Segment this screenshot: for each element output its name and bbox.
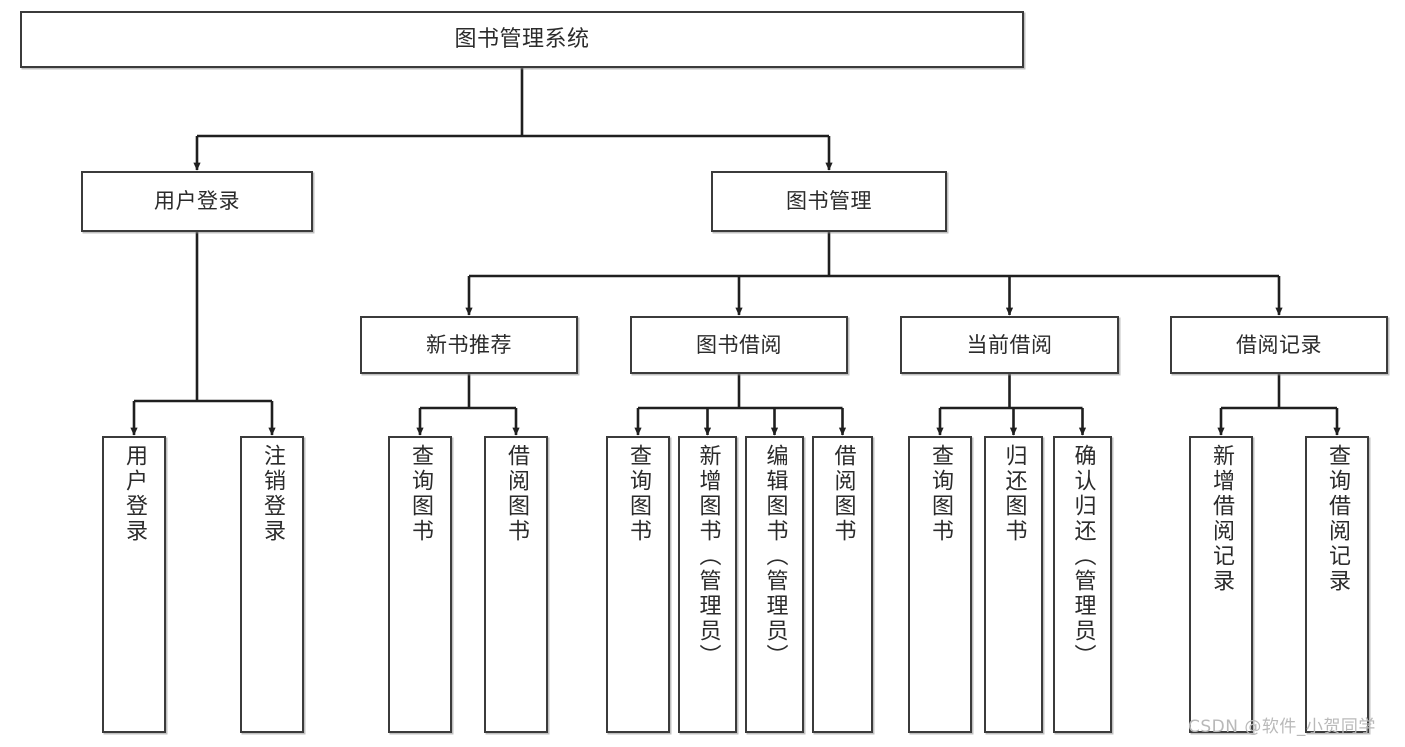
node-b_edit[interactable]: 编辑图书（管理员） — [745, 436, 804, 733]
node-label: 查询借阅记录 — [1325, 444, 1350, 594]
node-n_query[interactable]: 查询图书 — [388, 436, 452, 733]
node-borrow[interactable]: 图书借阅 — [630, 316, 848, 374]
node-label: 图书借阅 — [696, 332, 782, 357]
node-records[interactable]: 借阅记录 — [1170, 316, 1388, 374]
node-c_query[interactable]: 查询图书 — [908, 436, 972, 733]
node-b_query[interactable]: 查询图书 — [606, 436, 670, 733]
node-label: 新书推荐 — [426, 332, 512, 357]
node-l_logout[interactable]: 注销登录 — [240, 436, 304, 733]
node-root[interactable]: 图书管理系统 — [20, 11, 1024, 68]
node-label: 查询图书 — [928, 444, 953, 544]
node-bookmgmt[interactable]: 图书管理 — [711, 171, 947, 232]
node-label: 查询图书 — [408, 444, 433, 544]
node-c_return[interactable]: 归还图书 — [984, 436, 1043, 733]
node-current[interactable]: 当前借阅 — [900, 316, 1119, 374]
node-label: 借阅图书 — [830, 444, 856, 544]
node-r_add[interactable]: 新增借阅记录 — [1189, 436, 1253, 733]
node-b_lend[interactable]: 借阅图书 — [812, 436, 873, 733]
node-label: 新增借阅记录 — [1209, 444, 1234, 594]
node-login[interactable]: 用户登录 — [81, 171, 313, 232]
edge-paths — [130, 68, 1341, 436]
node-label: 用户登录 — [154, 189, 240, 214]
node-label: 注销登录 — [260, 444, 285, 544]
node-label: 编辑图书（管理员） — [762, 444, 788, 669]
watermark: CSDN @软件_小贺同学 — [1188, 717, 1376, 737]
node-label: 新增图书（管理员） — [695, 444, 721, 669]
node-b_add[interactable]: 新增图书（管理员） — [678, 436, 737, 733]
node-n_borrow[interactable]: 借阅图书 — [484, 436, 548, 733]
node-label: 借阅记录 — [1236, 332, 1322, 357]
node-label: 图书管理系统 — [454, 26, 590, 52]
node-label: 借阅图书 — [504, 444, 529, 544]
node-r_query[interactable]: 查询借阅记录 — [1305, 436, 1369, 733]
node-l_login[interactable]: 用户登录 — [102, 436, 166, 733]
node-label: 用户登录 — [122, 444, 147, 544]
node-c_confirm[interactable]: 确认归还（管理员） — [1053, 436, 1112, 733]
node-label: 图书管理 — [786, 189, 872, 214]
node-label: 确认归还（管理员） — [1070, 444, 1096, 669]
node-label: 归还图书 — [1001, 444, 1027, 544]
node-label: 当前借阅 — [966, 332, 1053, 357]
node-label: 查询图书 — [626, 444, 651, 544]
node-newbook[interactable]: 新书推荐 — [360, 316, 578, 374]
